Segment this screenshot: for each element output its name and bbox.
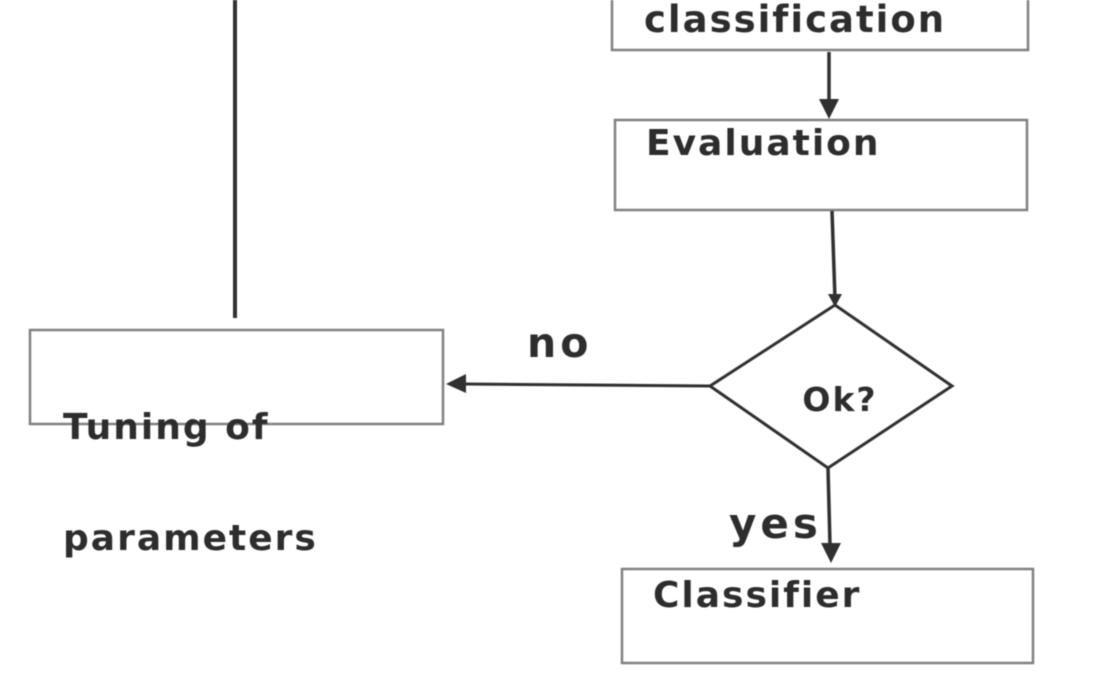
evaluation-box [613, 118, 1029, 212]
yes-branch-arrowhead [821, 543, 841, 563]
yes-edge-label: yes [729, 499, 822, 548]
tuning-label-line2: parameters [63, 518, 318, 559]
tuning-label-line1: Tuning of [63, 407, 270, 448]
no-branch-line [463, 382, 711, 388]
tuning-box [28, 328, 445, 426]
yes-branch-line [826, 467, 832, 546]
evaluation-to-decision-line [830, 210, 837, 300]
tuning-label: Tuning of parameters [63, 335, 318, 631]
classifier-box [620, 567, 1035, 665]
classification-label: classification [644, 0, 947, 41]
decision-label: Ok? [802, 380, 878, 419]
evaluation-label: Evaluation [646, 123, 881, 164]
classification-to-evaluation-arrowhead [819, 99, 839, 119]
classifier-label: Classifier [653, 575, 862, 616]
no-branch-arrowhead [446, 374, 466, 393]
no-edge-label: no [527, 319, 593, 367]
classification-box [610, 0, 1030, 52]
evaluation-to-decision-arrowhead [828, 294, 842, 307]
